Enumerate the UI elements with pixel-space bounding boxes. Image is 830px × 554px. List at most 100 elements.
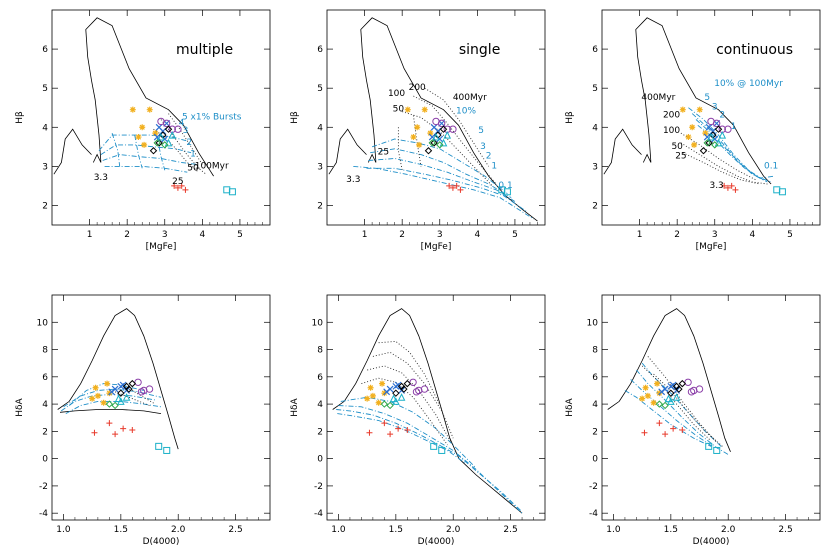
obs-diamond-marker (439, 125, 448, 133)
obs-circle-marker (695, 385, 704, 393)
obs-diamond-marker (424, 147, 433, 155)
age-model-line (378, 340, 440, 405)
burst-model-line (68, 383, 144, 406)
y-tick-label: -2 (314, 482, 323, 492)
y-axis-label: Hβ (565, 111, 575, 124)
obs-plus-marker (732, 186, 739, 193)
annotation-label: 10% (456, 107, 476, 117)
obs-square-marker (228, 188, 236, 196)
burst-model-line (695, 119, 772, 183)
y-axis-label: HδA (290, 397, 300, 416)
plot-frame (326, 294, 546, 521)
annotation-label: 100Myr (195, 161, 229, 171)
burst-model-line (336, 409, 523, 513)
annotation-label: 100 (388, 89, 405, 99)
annotation-label: 2 (719, 111, 725, 121)
obs-plus-marker (91, 429, 98, 436)
burst-model-line (636, 369, 729, 455)
y-tick-label: 8 (592, 346, 598, 356)
obs-plus-marker (656, 420, 663, 427)
obs-plus-marker (679, 427, 686, 433)
burst-model-line (697, 124, 775, 179)
obs-triangle-marker (707, 132, 715, 141)
obs-square-marker (503, 188, 511, 196)
age-model-line (168, 113, 203, 165)
obs-asterisk-marker (656, 390, 663, 397)
x-tick-label: 2.5 (228, 525, 242, 535)
obs-diamond-marker (128, 379, 137, 388)
obs-plus-marker (106, 420, 113, 427)
plot-frame (326, 9, 546, 226)
model-layer (332, 308, 523, 514)
obs-asterisk-marker (94, 392, 101, 399)
track-line (332, 308, 523, 514)
track-line (360, 17, 538, 222)
annotation-label: 2 (486, 152, 492, 162)
x-tick-label: 4 (199, 230, 205, 240)
obs-asterisk-marker (414, 124, 421, 131)
obs-triangle-marker (439, 138, 448, 147)
obs-diamond-marker (122, 382, 131, 391)
annotation-label: 400Myr (641, 93, 675, 103)
obs-diamond-marker (380, 400, 389, 408)
x-tick-label: 2.5 (778, 525, 792, 535)
annotation-label: 3.3 (346, 175, 360, 185)
y-tick-label: 4 (592, 123, 598, 133)
annotation-label: 50 (671, 142, 683, 152)
x-tick-label: 1 (87, 230, 93, 240)
obs-triangle-marker (718, 130, 727, 139)
burst-model-line (688, 107, 764, 181)
x-tick-label: 2.0 (446, 525, 461, 535)
obs-x-marker (669, 381, 677, 389)
age-model-line (641, 365, 712, 442)
annotation-label: 200 (409, 83, 426, 93)
obs-circle-marker (134, 378, 142, 386)
y-tick-label: 3 (592, 162, 598, 172)
obs-asterisk-marker (639, 395, 646, 402)
track-hook-line (603, 128, 642, 175)
x-axis-label: [MgFe] (146, 242, 177, 252)
obs-asterisk-marker (106, 390, 113, 397)
annotation-label: 25 (675, 152, 686, 162)
model-layer (603, 17, 775, 185)
x-axis-label: D(4000) (693, 537, 730, 547)
x-tick-label: 3 (712, 230, 718, 240)
obs-plus-marker (728, 182, 735, 189)
burst-model-line (100, 144, 192, 155)
obs-diamond-marker (111, 401, 119, 410)
obs-circle-marker (409, 378, 417, 386)
annotation-label: 50 (187, 163, 199, 173)
obs-x-marker (394, 381, 402, 389)
obs-triangle-marker (114, 394, 123, 403)
obs-asterisk-marker (642, 384, 649, 391)
obs-diamond-marker (436, 141, 444, 149)
obs-asterisk-marker (89, 395, 96, 402)
x-tick-label: 3 (437, 230, 443, 240)
obs-triangle-marker (672, 393, 681, 401)
obs-diamond-marker (428, 139, 436, 147)
age-model-line (682, 152, 760, 185)
y-tick-label: 0 (317, 455, 323, 465)
obs-x-marker (658, 388, 666, 396)
y-tick-label: 2 (42, 201, 48, 211)
x-tick-label: 3 (162, 230, 168, 240)
obs-plus-marker (381, 420, 388, 427)
annotation-label: 25 (172, 177, 183, 187)
x-tick-label: 2.5 (503, 525, 517, 535)
track-line (635, 17, 772, 185)
x-tick-label: 1 (637, 230, 643, 240)
annotation-label: 0.1 (498, 181, 512, 191)
obs-diamond-marker (703, 139, 711, 147)
annotation-label: 5 (478, 126, 484, 136)
obs-circle-marker (724, 125, 732, 133)
panel-title: multiple (176, 42, 233, 58)
y-tick-label: 2 (317, 427, 323, 437)
obs-square-marker (705, 442, 713, 450)
annotation-label: 1 (491, 161, 497, 171)
obs-square-marker (155, 442, 163, 450)
obs-circle-marker (449, 125, 457, 133)
y-tick-label: -2 (589, 482, 598, 492)
y-axis-label: Hβ (15, 111, 25, 124)
